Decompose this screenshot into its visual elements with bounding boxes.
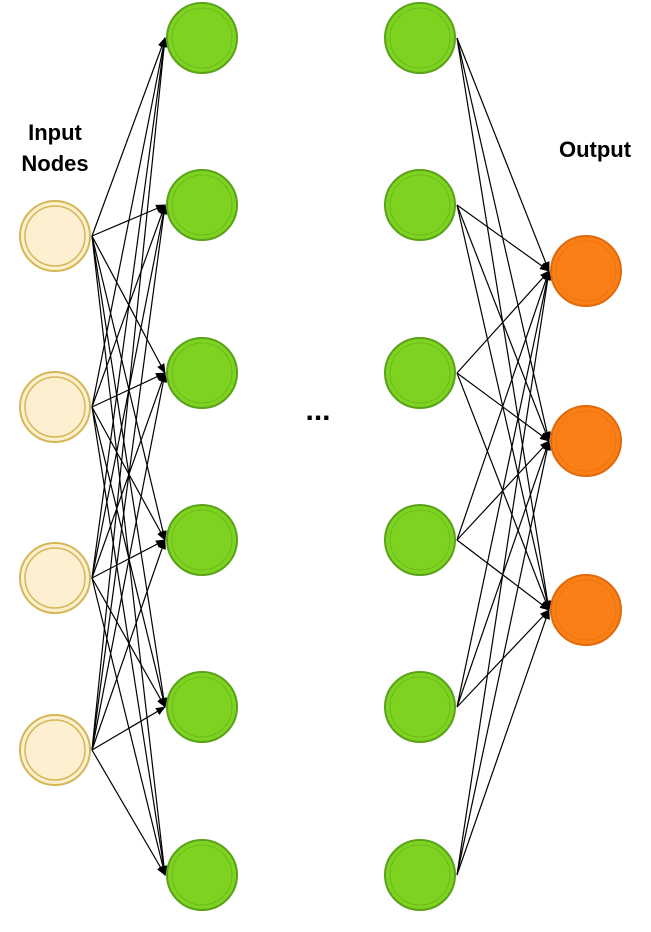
first-hidden-node-6-outer: [166, 839, 238, 911]
connections: [91, 37, 552, 876]
input-node-4-inner-ring: [24, 719, 86, 781]
first-hidden-node-2-inner-ring: [171, 174, 233, 236]
first-hidden-node-5-inner-ring: [171, 676, 233, 738]
edge-input3-hidden5: [91, 577, 166, 708]
edge-input4-hidden2: [91, 204, 168, 751]
last-hidden-node-1: [384, 2, 456, 74]
edge-hidden6-output3: [456, 609, 550, 876]
last-hidden-node-3-inner-ring: [389, 342, 451, 404]
edge-input4-hidden4: [91, 539, 166, 751]
last-hidden-node-2: [384, 169, 456, 241]
output-node-1: [550, 235, 622, 307]
first-hidden-node-3: [166, 337, 238, 409]
last-hidden-node-2-inner-ring: [389, 174, 451, 236]
first-hidden-node-1-outer: [166, 2, 238, 74]
first-hidden-node-6-inner-ring: [171, 844, 233, 906]
edge-hidden6-output2: [456, 440, 552, 876]
first-hidden-node-6: [166, 839, 238, 911]
ellipsis: ...: [305, 394, 330, 427]
output-node-2-inner-ring: [555, 410, 617, 472]
output-node-3: [550, 574, 622, 646]
first-hidden-node-5-outer: [166, 671, 238, 743]
last-hidden-node-2-outer: [384, 169, 456, 241]
last-hidden-node-4-outer: [384, 504, 456, 576]
last-hidden-node-6: [384, 839, 456, 911]
first-hidden-node-4-outer: [166, 504, 238, 576]
edge-input4-hidden5: [91, 706, 166, 751]
first-hidden-node-1: [166, 2, 238, 74]
output-label: Output: [559, 137, 632, 162]
last-hidden-node-5: [384, 671, 456, 743]
output-node-3-outer: [550, 574, 622, 646]
edge-hidden5-output1: [456, 270, 552, 708]
input-node-3: [19, 542, 91, 614]
edge-input1-hidden4: [91, 235, 167, 541]
output-node-2-outer: [550, 405, 622, 477]
output-node-2: [550, 405, 622, 477]
edge-hidden4-output1: [456, 270, 550, 541]
input-node-2: [19, 371, 91, 443]
input-node-3-inner-ring: [24, 547, 86, 609]
first-hidden-node-2: [166, 169, 238, 241]
first-hidden-node-4: [166, 504, 238, 576]
last-hidden-node-5-inner-ring: [389, 676, 451, 738]
last-hidden-node-5-outer: [384, 671, 456, 743]
last-hidden-node-4-inner-ring: [389, 509, 451, 571]
edge-hidden6-output1: [456, 270, 552, 876]
edge-hidden2-output1: [456, 204, 550, 272]
input-node-1: [19, 200, 91, 272]
edge-input3-hidden1: [91, 37, 168, 579]
input-label-line1: Input: [28, 120, 82, 145]
first-hidden-node-4-inner-ring: [171, 509, 233, 571]
first-hidden-node-2-outer: [166, 169, 238, 241]
input-node-1-outer: [19, 200, 91, 272]
last-hidden-node-1-outer: [384, 2, 456, 74]
output-node-3-inner-ring: [555, 579, 617, 641]
input-label-line2: Nodes: [21, 151, 88, 176]
edge-hidden1-output1: [456, 37, 550, 272]
last-hidden-node-6-inner-ring: [389, 844, 451, 906]
last-hidden-node-6-outer: [384, 839, 456, 911]
first-hidden-node-1-inner-ring: [171, 7, 233, 69]
input-node-4: [19, 714, 91, 786]
input-node-3-outer: [19, 542, 91, 614]
input-node-2-inner-ring: [24, 376, 86, 438]
edge-input4-hidden1: [91, 37, 169, 751]
edge-input4-hidden3: [91, 372, 168, 751]
input-node-2-outer: [19, 371, 91, 443]
last-hidden-node-3: [384, 337, 456, 409]
last-hidden-node-1-inner-ring: [389, 7, 451, 69]
output-node-1-outer: [550, 235, 622, 307]
output-node-1-inner-ring: [555, 240, 617, 302]
input-node-4-outer: [19, 714, 91, 786]
input-node-1-inner-ring: [24, 205, 86, 267]
last-hidden-node-4: [384, 504, 456, 576]
first-hidden-node-5: [166, 671, 238, 743]
edge-hidden3-output1: [456, 270, 550, 374]
last-hidden-node-3-outer: [384, 337, 456, 409]
edge-hidden2-output2: [456, 204, 550, 442]
first-hidden-node-3-inner-ring: [171, 342, 233, 404]
edge-input4-hidden6: [91, 749, 166, 876]
edge-input3-hidden6: [91, 577, 167, 876]
first-hidden-node-3-outer: [166, 337, 238, 409]
edge-input1-hidden1: [91, 37, 166, 237]
edge-input2-hidden5: [91, 406, 167, 708]
edge-input1-hidden5: [91, 235, 168, 708]
nodes: [19, 2, 622, 911]
edge-input2-hidden1: [91, 37, 168, 408]
